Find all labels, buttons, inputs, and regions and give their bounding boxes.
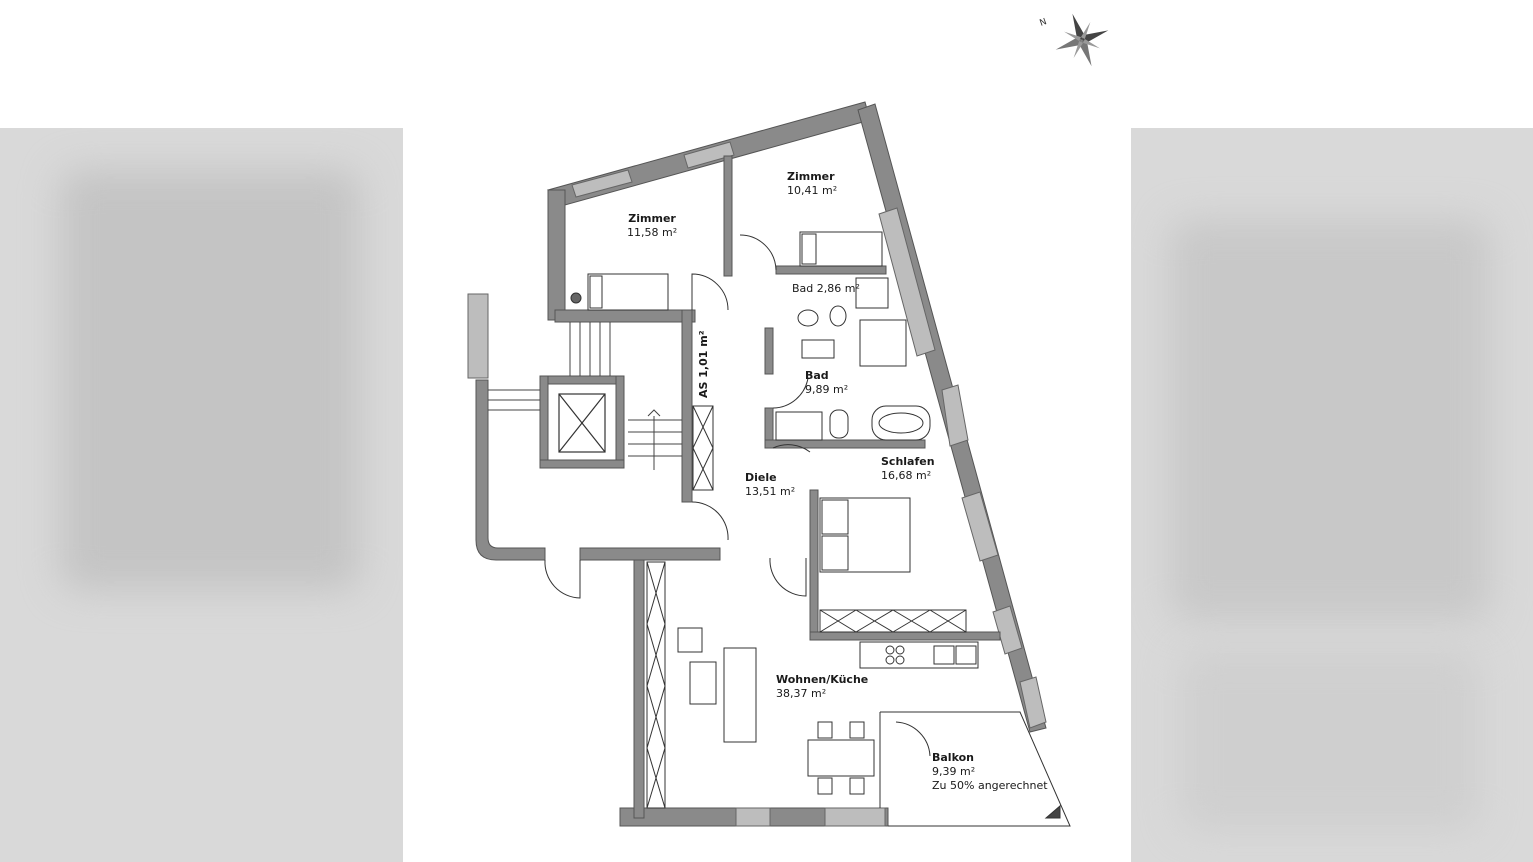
elevator-icon [558,393,606,453]
room-label-schlafen: Schlafen 16,68 m² [881,455,935,483]
room-note: Zu 50% angerechnet [932,779,1048,792]
balcony-outline [879,711,1071,827]
room-area: 13,51 m² [745,485,796,498]
room-label-bad-small: Bad 2,86 m² [792,282,860,296]
background-blur-left [60,170,360,590]
compass-rose-icon [1055,13,1109,67]
room-area: 11,58 m² [627,226,678,239]
room-name: Wohnen/Küche [776,673,869,686]
furniture [570,231,979,795]
room-name: Balkon [932,751,974,764]
room-area: 16,68 m² [881,469,932,482]
storage-shelves [646,405,967,809]
room-area: 38,37 m² [776,687,827,700]
room-name: Zimmer [628,212,676,225]
room-area: 9,89 m² [805,383,849,396]
background-blur-bottom-right [1180,650,1480,830]
room-label-wohnen-kueche: Wohnen/Küche 38,37 m² [776,673,868,701]
room-label-zimmer-1: Zimmer 11,58 m² [627,212,677,240]
room-label-as: AS 1,01 m² [697,330,710,398]
room-area: 9,39 m² [932,765,976,778]
room-label-zimmer-2: Zimmer 10,41 m² [787,170,837,198]
room-label-bad: Bad 9,89 m² [805,369,848,397]
room-label-diele: Diele 13,51 m² [745,471,795,499]
room-name: Zimmer [787,170,835,183]
windows [467,141,1047,827]
background-blur-right [1170,220,1490,620]
room-area: 10,41 m² [787,184,838,197]
staircase [488,322,682,470]
room-name-area: Bad 2,86 m² [792,282,860,295]
room-name: Diele [745,471,777,484]
room-name: Schlafen [881,455,935,468]
room-name: Bad [805,369,829,382]
doors [544,234,931,757]
room-label-balkon: Balkon 9,39 m² Zu 50% angerechnet [932,751,1048,793]
interior-walls [539,155,1001,641]
